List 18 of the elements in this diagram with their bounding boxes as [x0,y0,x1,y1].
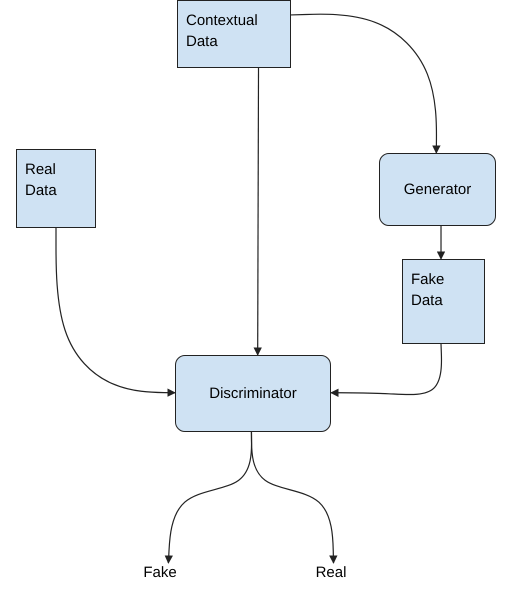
box-label: Discriminator [209,384,297,404]
box-label: Fake Data [411,271,444,309]
box-label: Generator [404,180,472,200]
box-label: Real Data [25,161,57,199]
data-box [177,0,291,68]
box-label: Contextual Data [186,12,258,50]
arrow [254,68,262,356]
arrow [330,344,442,397]
arrow [290,14,441,154]
data-box [16,149,96,228]
data-box [402,259,485,344]
process-box [175,355,331,432]
arrow [436,226,446,260]
output-label: Real [306,563,356,585]
process-box [379,153,496,226]
output-label: Fake [132,563,188,585]
arrow [250,432,338,564]
arrow [55,228,176,397]
